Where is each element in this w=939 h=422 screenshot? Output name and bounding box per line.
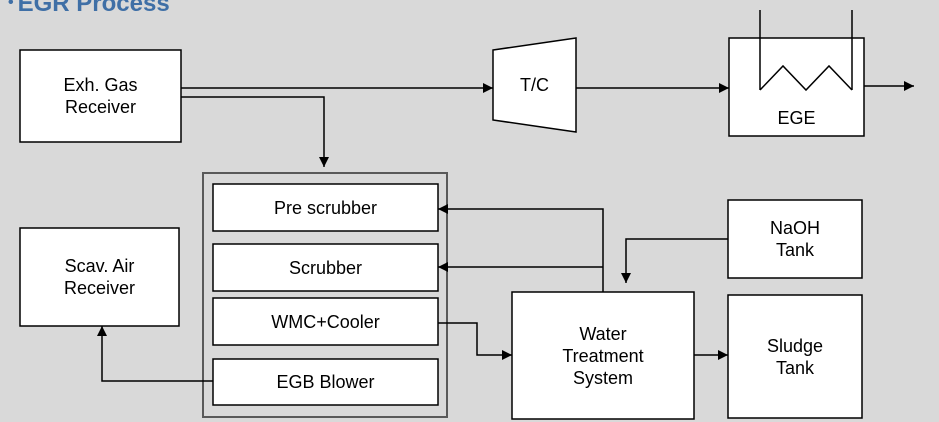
scav-air-receiver-box [19,227,180,327]
turbocharger-shape [492,37,577,133]
title-text: EGR Process [17,0,170,17]
exhaust-to-scrubber-arrow [181,96,329,167]
egb-blower-label: EGB Blower [276,372,375,392]
wmc-to-wts-arrow [438,322,512,360]
wmc-cooler-label: WMC+Cooler [271,311,380,332]
scrubber-box [212,243,439,292]
scrubber-label: Scrubber [288,257,363,278]
wts-to-pre-scrubber-arrow [438,204,604,292]
naoh-to-wts-arrow [621,238,728,283]
ege-label: EGE [777,108,816,128]
page-title: •EGR Process [8,0,170,18]
naoh-tank-label: NaOH Tank [769,218,820,260]
blower-to-scav-air-arrow [97,326,213,382]
wmc-cooler-box [212,297,439,346]
exh-gas-receiver-label: Exh. Gas Receiver [63,75,138,117]
sludge-tank-label: Sludge Tank [766,335,824,378]
turbocharger-label: T/C [520,75,549,95]
exh-gas-receiver-box [19,49,182,143]
title-bullet: • [8,0,14,11]
scav-air-receiver-label: Scav. Air Receiver [63,256,136,298]
water-treatment-label: Water Treatment System [562,323,644,388]
egb-blower-box [212,358,439,406]
water-treatment-box [511,291,695,420]
sludge-tank-box [727,294,863,419]
ege-box [728,37,865,137]
ege-heating-coil [759,10,853,92]
pre-scrubber-box [212,183,439,232]
pre-scrubber-label: Pre scrubber [273,197,378,218]
naoh-tank-box [727,199,863,279]
